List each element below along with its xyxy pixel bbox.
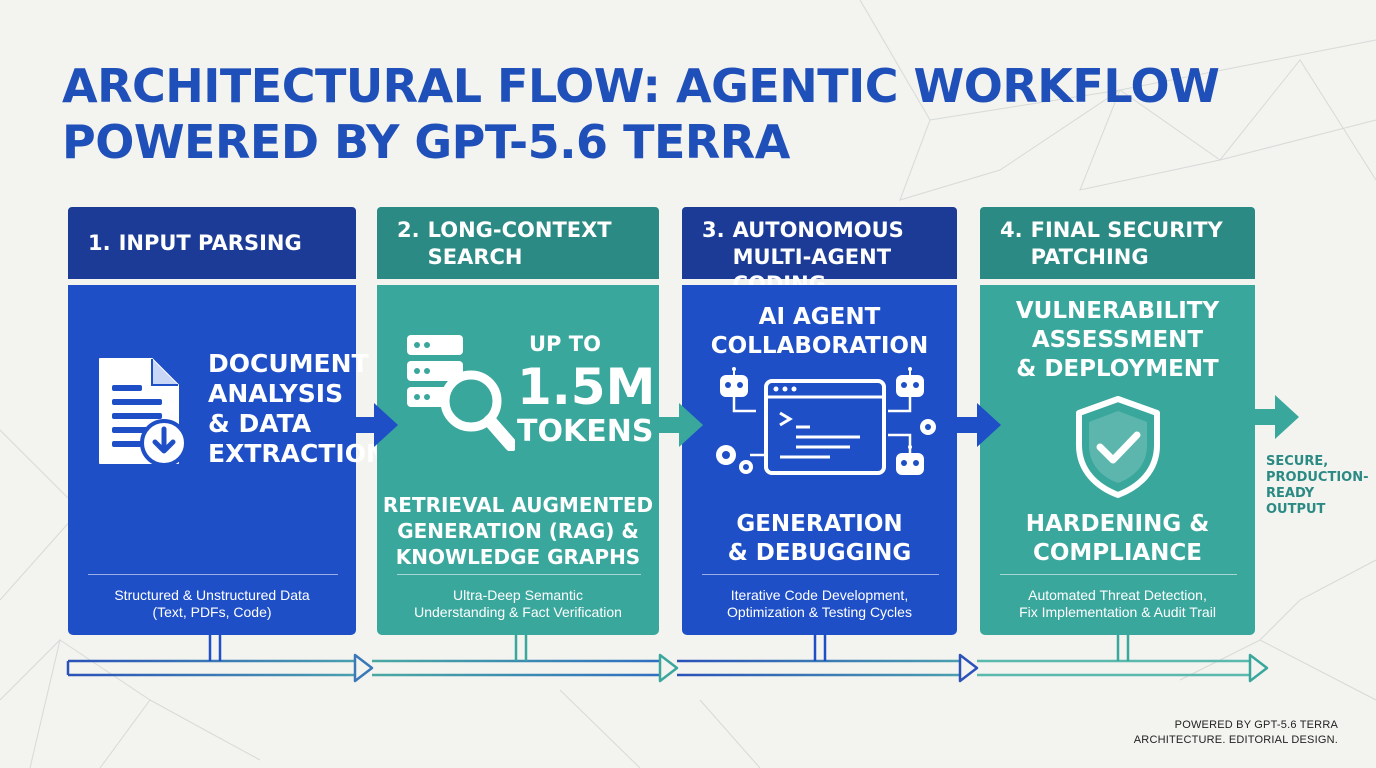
title-line-2: POWERED BY GPT-5.6 TERRA <box>62 115 790 169</box>
flow-arrow-output <box>1253 395 1299 439</box>
stage-footer: Structured & Unstructured Data (Text, PD… <box>78 587 346 621</box>
stage-long-context-search: 2. LONG-CONTEXT SEARCH UP TO 1.5M TOKENS… <box>377 207 659 635</box>
stage-title: LONG-CONTEXT SEARCH <box>428 217 612 271</box>
stat-small: UP TO <box>529 332 601 356</box>
divider <box>397 574 641 575</box>
footer-line: Structured & Unstructured Data <box>114 587 310 603</box>
divider <box>88 574 338 575</box>
stage-top-text: AI AGENT COLLABORATION <box>682 303 957 361</box>
stage-footer: Automated Threat Detection, Fix Implemen… <box>990 587 1245 621</box>
stage-number: 2. <box>397 218 420 242</box>
footer-line: Fix Implementation & Audit Trail <box>1019 604 1216 620</box>
bottom-line: HARDENING & <box>1025 511 1210 537</box>
stage-multi-agent-coding: 3. AUTONOMOUS MULTI-AGENT CODING AI AGEN… <box>682 207 957 635</box>
credit-note: POWERED BY GPT-5.6 TERRA ARCHITECTURE. E… <box>1134 718 1338 748</box>
divider <box>702 574 939 575</box>
output-label: SECURE, PRODUCTION- READY OUTPUT <box>1266 454 1369 518</box>
stage-body: DOCUMENT ANALYSIS & DATA EXTRACTION Stru… <box>68 285 387 635</box>
main-line: EXTRACTION <box>208 439 387 468</box>
output-line: OUTPUT <box>1266 502 1326 517</box>
divider <box>1000 574 1237 575</box>
sub-line: KNOWLEDGE GRAPHS <box>395 545 641 569</box>
footer-line: (Text, PDFs, Code) <box>152 604 272 620</box>
main-line: DOCUMENT <box>208 349 369 378</box>
top-line: ASSESSMENT <box>1031 327 1204 353</box>
title-line-1: ARCHITECTURAL FLOW: AGENTIC WORKFLOW <box>62 59 1220 113</box>
robot-agents-code-window-icon <box>716 367 936 475</box>
stage-title: AUTONOMOUS MULTI-AGENT CODING <box>733 217 939 298</box>
top-line: & DEPLOYMENT <box>1016 356 1219 382</box>
stage-header: 2. LONG-CONTEXT SEARCH <box>377 207 659 279</box>
page-title: ARCHITECTURAL FLOW: AGENTIC WORKFLOW POW… <box>62 58 1220 170</box>
top-line: VULNERABILITY <box>1015 298 1220 324</box>
footer-line: Understanding & Fact Verification <box>414 604 622 620</box>
stat-unit: TOKENS <box>517 414 654 449</box>
stage-bottom-text: HARDENING & COMPLIANCE <box>980 510 1255 568</box>
stage-bottom-text: GENERATION & DEBUGGING <box>682 510 957 568</box>
flow-arrow-2-3 <box>657 403 703 447</box>
footer-line: Iterative Code Development, <box>730 587 909 603</box>
stage-header: 1. INPUT PARSING <box>68 207 356 279</box>
stage-title-line: SEARCH <box>427 245 523 269</box>
stage-footer: Iterative Code Development, Optimization… <box>692 587 947 621</box>
token-stat: UP TO 1.5M TOKENS <box>517 329 656 449</box>
shield-check-icon <box>1076 396 1160 498</box>
credit-line: ARCHITECTURE. EDITORIAL DESIGN. <box>1133 734 1338 746</box>
flow-arrow-1-2 <box>352 403 398 447</box>
bottom-line: GENERATION <box>736 511 903 537</box>
stage-sub-text: RETRIEVAL AUGMENTED GENERATION (RAG) & K… <box>377 492 659 570</box>
stage-body: AI AGENT COLLABORATION <box>682 285 957 635</box>
stage-input-parsing: 1. INPUT PARSING DOCUMENT ANALYSIS & DAT… <box>68 207 387 635</box>
top-line: AI AGENT <box>758 304 881 330</box>
stage-title-line: PATCHING <box>1030 245 1149 269</box>
stage-security-patching: 4. FINAL SECURITY PATCHING VULNERABILITY… <box>980 207 1255 635</box>
output-line: SECURE, <box>1266 454 1329 469</box>
stage-title: INPUT PARSING <box>118 230 302 255</box>
output-line: READY <box>1266 486 1315 501</box>
document-download-icon <box>99 358 186 467</box>
main-line: ANALYSIS <box>208 379 344 408</box>
stage-number: 3. <box>702 218 725 242</box>
footer-line: Optimization & Testing Cycles <box>727 604 912 620</box>
bottom-line: COMPLIANCE <box>1032 540 1203 566</box>
stat-big: 1.5M <box>517 358 656 416</box>
credit-line: POWERED BY GPT-5.6 TERRA <box>1174 719 1338 731</box>
stage-body: UP TO 1.5M TOKENS RETRIEVAL AUGMENTED GE… <box>377 285 659 635</box>
database-search-icon <box>407 335 515 451</box>
stage-number: 1. <box>88 230 111 255</box>
bottom-line: & DEBUGGING <box>727 540 912 566</box>
stage-header: 4. FINAL SECURITY PATCHING <box>980 207 1255 279</box>
main-line: & DATA <box>208 409 312 438</box>
stage-main-text: DOCUMENT ANALYSIS & DATA EXTRACTION <box>208 349 387 469</box>
stage-footer: Ultra-Deep Semantic Understanding & Fact… <box>387 587 649 621</box>
stage-top-text: VULNERABILITY ASSESSMENT & DEPLOYMENT <box>980 297 1255 384</box>
flow-arrow-3-4 <box>955 403 1001 447</box>
stage-title-line: LONG-CONTEXT <box>427 218 612 242</box>
robot-icon <box>720 367 748 397</box>
output-line: PRODUCTION- <box>1266 470 1369 485</box>
pipeline-timeline <box>66 635 1269 683</box>
stage-title-line: FINAL SECURITY <box>1030 218 1223 242</box>
sub-line: GENERATION (RAG) & <box>397 519 639 543</box>
stage-number: 4. <box>1000 218 1023 242</box>
sub-line: RETRIEVAL AUGMENTED <box>382 493 654 517</box>
stage-body: VULNERABILITY ASSESSMENT & DEPLOYMENT HA… <box>980 285 1255 635</box>
footer-line: Automated Threat Detection, <box>1028 587 1207 603</box>
stage-header: 3. AUTONOMOUS MULTI-AGENT CODING <box>682 207 957 296</box>
stage-title-line: AUTONOMOUS <box>732 218 904 242</box>
stage-title: FINAL SECURITY PATCHING <box>1031 217 1223 271</box>
top-line: COLLABORATION <box>710 333 929 359</box>
footer-line: Ultra-Deep Semantic <box>453 587 583 603</box>
